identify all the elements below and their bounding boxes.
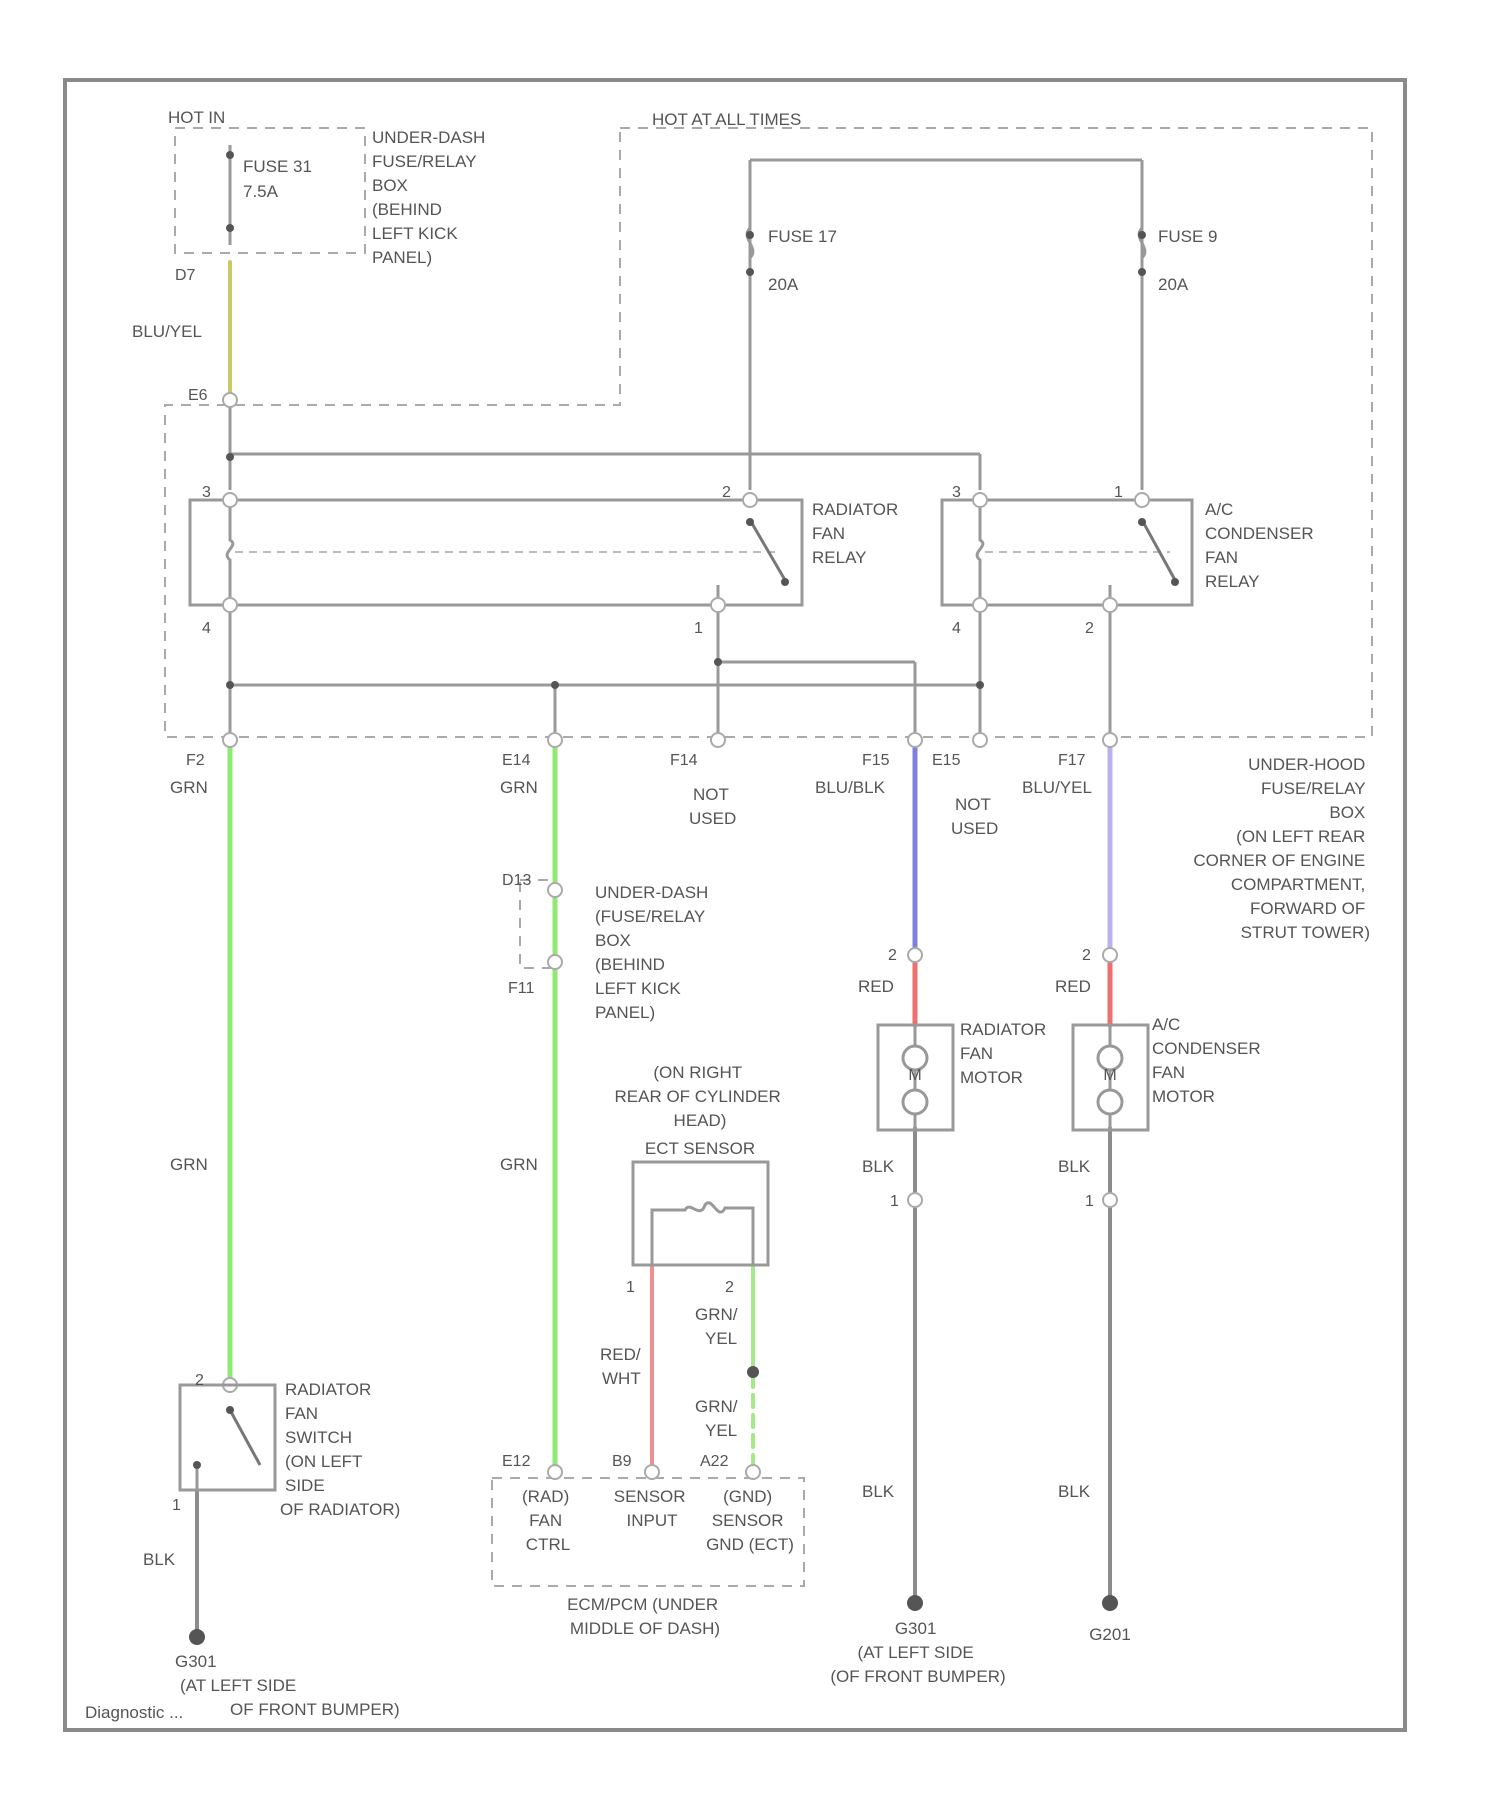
motor1-pin-top: 2 xyxy=(888,947,897,964)
ect-sensor-label: ECT SENSOR xyxy=(645,1139,755,1158)
wire-label-blu-blk: BLU/BLK xyxy=(815,778,886,797)
fuse-31-rating: 7.5A xyxy=(243,182,279,201)
radiator-fan-relay xyxy=(190,500,802,605)
pin-f15: F15 xyxy=(862,752,890,769)
diagram-labels: HOT IN HOT AT ALL TIMES FUSE 31 7.5A FUS… xyxy=(85,108,1370,1722)
pin-f11: F11 xyxy=(508,980,534,997)
hot-in-label: HOT IN xyxy=(168,108,225,127)
wire-label-grn-2: GRN xyxy=(500,778,538,797)
wire-label-blk-2: BLK xyxy=(1058,1157,1091,1176)
radiator-fan-switch xyxy=(180,1385,275,1490)
pin-a22: A22 xyxy=(700,1453,729,1470)
ground-g301-mid xyxy=(907,1595,923,1611)
fuse-17-label: FUSE 17 xyxy=(768,227,837,246)
under-hood-box-label: UNDER-HOOD FUSE/RELAY BOX (ON LEFT REAR … xyxy=(1193,755,1370,942)
pin-d13: D13 xyxy=(502,872,531,889)
relay2-pin-top-right: 1 xyxy=(1114,484,1123,501)
ect-sensor xyxy=(633,1162,768,1265)
pin-e12: E12 xyxy=(502,1453,531,1470)
ect-location-label: (ON RIGHT REAR OF CYLINDER HEAD) xyxy=(615,1063,786,1130)
fuse-17-rating: 20A xyxy=(768,275,799,294)
ground-g301-left xyxy=(189,1629,205,1645)
ac-condenser-fan-relay xyxy=(942,500,1192,605)
pin-e15: E15 xyxy=(932,752,961,769)
under-dash-box-label: UNDER-DASH FUSE/RELAY BOX (BEHIND LEFT K… xyxy=(372,128,490,267)
relay1-pin-bot-left: 4 xyxy=(202,620,211,637)
ground-g201-label: G201 xyxy=(1089,1625,1131,1644)
under-hood-fuse-box-outline xyxy=(165,128,1372,737)
ect-pin-1: 1 xyxy=(626,1279,635,1296)
wire-label-grn-yel-1: GRN/ YEL xyxy=(695,1305,742,1348)
ecm-pin-sensor-input: SENSOR INPUT xyxy=(614,1487,691,1530)
wire-label-grn-1: GRN xyxy=(170,778,208,797)
relay1-pin-top-right: 2 xyxy=(722,484,731,501)
relay2-pin-top-left: 3 xyxy=(952,484,961,501)
ac-condenser-fan-relay-label: A/C CONDENSER FAN RELAY xyxy=(1205,500,1318,591)
fuse-9-rating: 20A xyxy=(1158,275,1189,294)
wire-label-red-wht: RED/ WHT xyxy=(600,1345,645,1388)
ground-g201 xyxy=(1102,1595,1118,1611)
wire-label-red-1: RED xyxy=(858,977,894,996)
fuse-31-label: FUSE 31 xyxy=(243,157,312,176)
wire-label-blk-3: BLK xyxy=(862,1482,895,1501)
diagram-frame xyxy=(65,80,1405,1730)
svg-text:M: M xyxy=(1103,1067,1116,1084)
ecm-pin-rad-fan-ctrl: (RAD) FAN CTRL xyxy=(522,1487,574,1554)
internal-wiring xyxy=(230,145,1142,737)
ac-condenser-fan-motor-label: A/C CONDENSER FAN MOTOR xyxy=(1152,1015,1265,1106)
pin-e6: E6 xyxy=(188,387,208,404)
relay1-pin-top-left: 3 xyxy=(202,484,211,501)
relay2-pin-bot-left: 4 xyxy=(952,620,961,637)
switch-pin-top: 2 xyxy=(195,1372,204,1389)
pin-e14: E14 xyxy=(502,752,531,769)
ac-condenser-fan-motor: M xyxy=(1073,1025,1148,1130)
ecm-pcm-label: ECM/PCM (UNDER MIDDLE OF DASH) xyxy=(567,1595,723,1638)
ect-pin-2: 2 xyxy=(725,1279,734,1296)
radiator-fan-motor: M xyxy=(878,1025,953,1130)
ground-g301-left-label: G301 (AT LEFT SIDE OF FRONT BUMPER) xyxy=(175,1652,400,1719)
pin-f2: F2 xyxy=(186,752,205,769)
ecm-pin-sensor-gnd: (GND) SENSOR GND (ECT) xyxy=(706,1487,794,1554)
pin-b9: B9 xyxy=(612,1453,632,1470)
wire-label-red-2: RED xyxy=(1055,977,1091,996)
wire-label-blu-yel-top: BLU/YEL xyxy=(132,322,202,341)
hot-at-all-times-label: HOT AT ALL TIMES xyxy=(652,110,801,129)
svg-text:M: M xyxy=(908,1067,921,1084)
wire-label-grn-3: GRN xyxy=(170,1155,208,1174)
radiator-fan-switch-label: RADIATOR FAN SWITCH (ON LEFT SIDE OF RAD… xyxy=(280,1380,400,1519)
not-used-1: NOT USED xyxy=(689,785,736,828)
wire-label-grn-4: GRN xyxy=(500,1155,538,1174)
wire-label-blu-yel-2: BLU/YEL xyxy=(1022,778,1092,797)
radiator-fan-relay-label: RADIATOR FAN RELAY xyxy=(812,500,903,567)
pin-f17: F17 xyxy=(1058,752,1086,769)
connector-pins xyxy=(223,393,1149,1479)
motor2-pin-top: 2 xyxy=(1082,947,1091,964)
switch-pin-bot: 1 xyxy=(172,1497,181,1514)
pin-d7: D7 xyxy=(175,267,196,284)
under-dash-box-2-label: UNDER-DASH (FUSE/RELAY BOX (BEHIND LEFT … xyxy=(595,883,713,1022)
motor2-pin-bot: 1 xyxy=(1085,1193,1094,1210)
relay2-pin-bot-right: 2 xyxy=(1085,620,1094,637)
not-used-2: NOT USED xyxy=(951,795,998,838)
pin-f14: F14 xyxy=(670,752,698,769)
ground-g301-mid-label: G301 (AT LEFT SIDE (OF FRONT BUMPER) xyxy=(830,1619,1005,1686)
wire-label-blk-1: BLK xyxy=(862,1157,895,1176)
fuse-9-label: FUSE 9 xyxy=(1158,227,1218,246)
radiator-fan-motor-label: RADIATOR FAN MOTOR xyxy=(960,1020,1051,1087)
wire-label-blk-4: BLK xyxy=(1058,1482,1091,1501)
wire-label-grn-yel-2: GRN/ YEL xyxy=(695,1397,742,1440)
wire-label-blk-5: BLK xyxy=(143,1550,176,1569)
footer-caption: Diagnostic ... xyxy=(85,1703,183,1722)
relay1-pin-bot-right: 1 xyxy=(694,620,703,637)
motor1-pin-bot: 1 xyxy=(890,1193,899,1210)
